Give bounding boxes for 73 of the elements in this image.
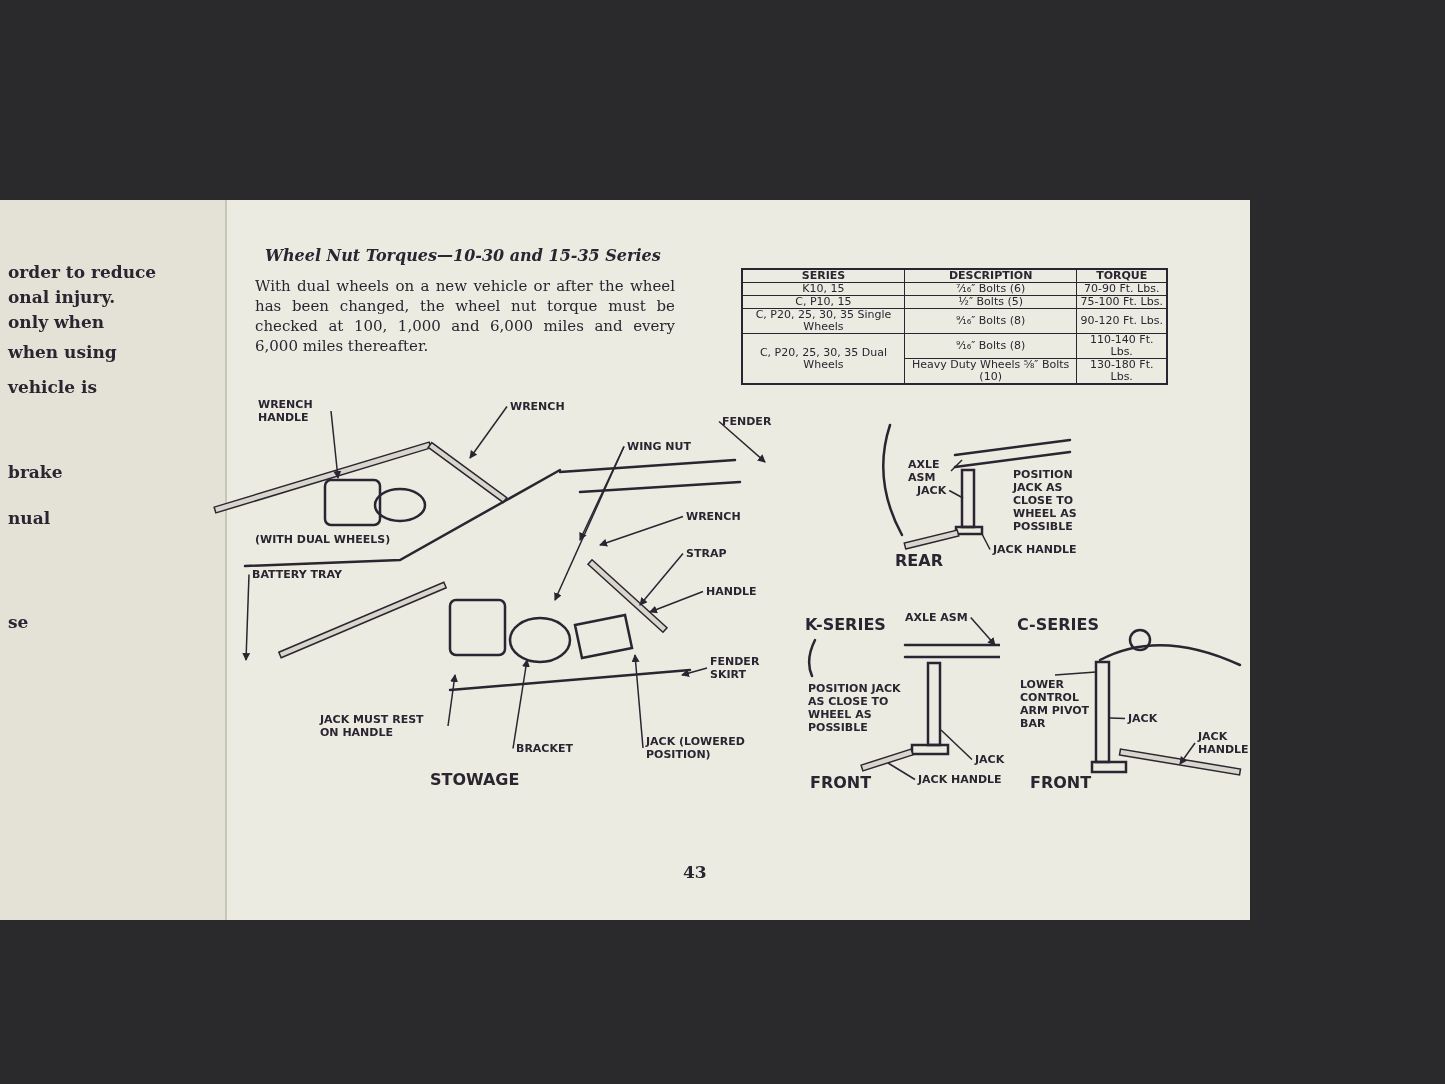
- note-text: POSITION JACK AS CLOSE TO WHEEL AS POSSIBLE: [808, 682, 902, 734]
- page-number: 43: [683, 862, 707, 882]
- part-label: FENDER: [722, 415, 772, 428]
- leader-line: [1109, 717, 1126, 720]
- column-header: SERIES: [742, 269, 905, 283]
- leader-line: [718, 420, 766, 463]
- view-caption: K-SERIES: [805, 615, 886, 634]
- leader-line: [599, 515, 684, 547]
- part-label: WRENCH: [510, 400, 565, 413]
- leader-line: [469, 405, 508, 459]
- page-text: only when: [8, 312, 105, 332]
- leader-line: [512, 659, 530, 750]
- table-value: ⁹⁄₁₆″ Bolts (8): [904, 333, 1077, 359]
- table-value: ⁹⁄₁₆″ Bolts (8): [904, 308, 1077, 334]
- view-caption: C-SERIES: [1017, 615, 1099, 634]
- part-label: STRAP: [686, 547, 727, 560]
- leader-line: [330, 410, 342, 479]
- part-label: BATTERY TRAY: [252, 568, 342, 581]
- figure-caption: STOWAGE: [430, 770, 520, 789]
- view-caption: REAR: [895, 551, 943, 570]
- leader-line: [631, 654, 644, 749]
- view-caption: FRONT: [1030, 773, 1092, 792]
- part-label: LOWER CONTROL ARM PIVOT BAR: [1020, 678, 1090, 730]
- column-header: TORQUE: [1076, 269, 1167, 283]
- page-text: nual: [8, 508, 51, 528]
- leader-line: [681, 667, 708, 677]
- part-label: JACK: [975, 753, 1005, 766]
- leader-line: [970, 616, 996, 646]
- table-value: 75-100 Ft. Lbs.: [1076, 295, 1167, 309]
- part-label: JACK (LOWERED POSITION): [646, 735, 756, 761]
- part-label: JACK HANDLE: [918, 773, 1002, 786]
- part-label: AXLE ASM: [905, 611, 968, 624]
- leader-line: [948, 489, 964, 499]
- leader-line: [950, 459, 963, 472]
- leader-line: [887, 762, 916, 781]
- leader-line: [649, 590, 704, 614]
- table-value: ½″ Bolts (5): [904, 295, 1077, 309]
- leader-line: [447, 674, 458, 727]
- paragraph: With dual wheels on a new vehicle or after the wheel has been changed, the wheel nut torque must be checked at 100, 1,000 and 6,000 miles and every 6,000 miles thereafter.: [255, 276, 675, 356]
- caption-text: (WITH DUAL WHEELS): [255, 533, 391, 546]
- table-value: 110-140 Ft. Lbs.: [1076, 333, 1167, 359]
- part-label: JACK MUST REST ON HANDLE: [320, 713, 445, 739]
- leader-line: [1054, 671, 1097, 676]
- leader-line: [242, 573, 251, 661]
- leader-line: [1179, 742, 1196, 765]
- part-label: WING NUT: [627, 440, 691, 453]
- leader-line: [579, 445, 625, 541]
- page-text: when using: [8, 342, 117, 362]
- table-value: C, P20, 25, 30, 35 Single Wheels: [742, 308, 905, 334]
- note-text: POSITION JACK AS CLOSE TO WHEEL AS POSSIBLE: [1013, 468, 1078, 533]
- heading: Wheel Nut Torques—10-30 and 15-35 Series: [265, 246, 661, 265]
- page-text: onal injury.: [8, 287, 116, 307]
- leader-line: [940, 729, 973, 761]
- page-text: brake: [8, 462, 63, 482]
- leader-line: [639, 552, 684, 606]
- page-text: order to reduce: [8, 262, 157, 282]
- part-label: JACK HANDLE: [993, 543, 1077, 556]
- page-text: vehicle is: [8, 377, 98, 397]
- part-label: WRENCH: [686, 510, 741, 523]
- leader-line: [981, 533, 991, 551]
- table-value: 70-90 Ft. Lbs.: [1076, 282, 1167, 296]
- part-label: WRENCH HANDLE: [258, 398, 328, 424]
- part-label: BRACKET: [516, 742, 573, 755]
- part-label: HANDLE: [706, 585, 757, 598]
- part-label: AXLE ASM: [908, 458, 948, 484]
- part-label: JACK HANDLE: [1198, 730, 1258, 756]
- view-caption: FRONT: [810, 773, 872, 792]
- table-value: K10, 15: [742, 282, 905, 296]
- page-text: se: [8, 612, 29, 632]
- part-label: FENDER SKIRT: [710, 655, 770, 681]
- column-header: DESCRIPTION: [904, 269, 1077, 283]
- table-value: C, P10, 15: [742, 295, 905, 309]
- table-value: ⁷⁄₁₆″ Bolts (6): [904, 282, 1077, 296]
